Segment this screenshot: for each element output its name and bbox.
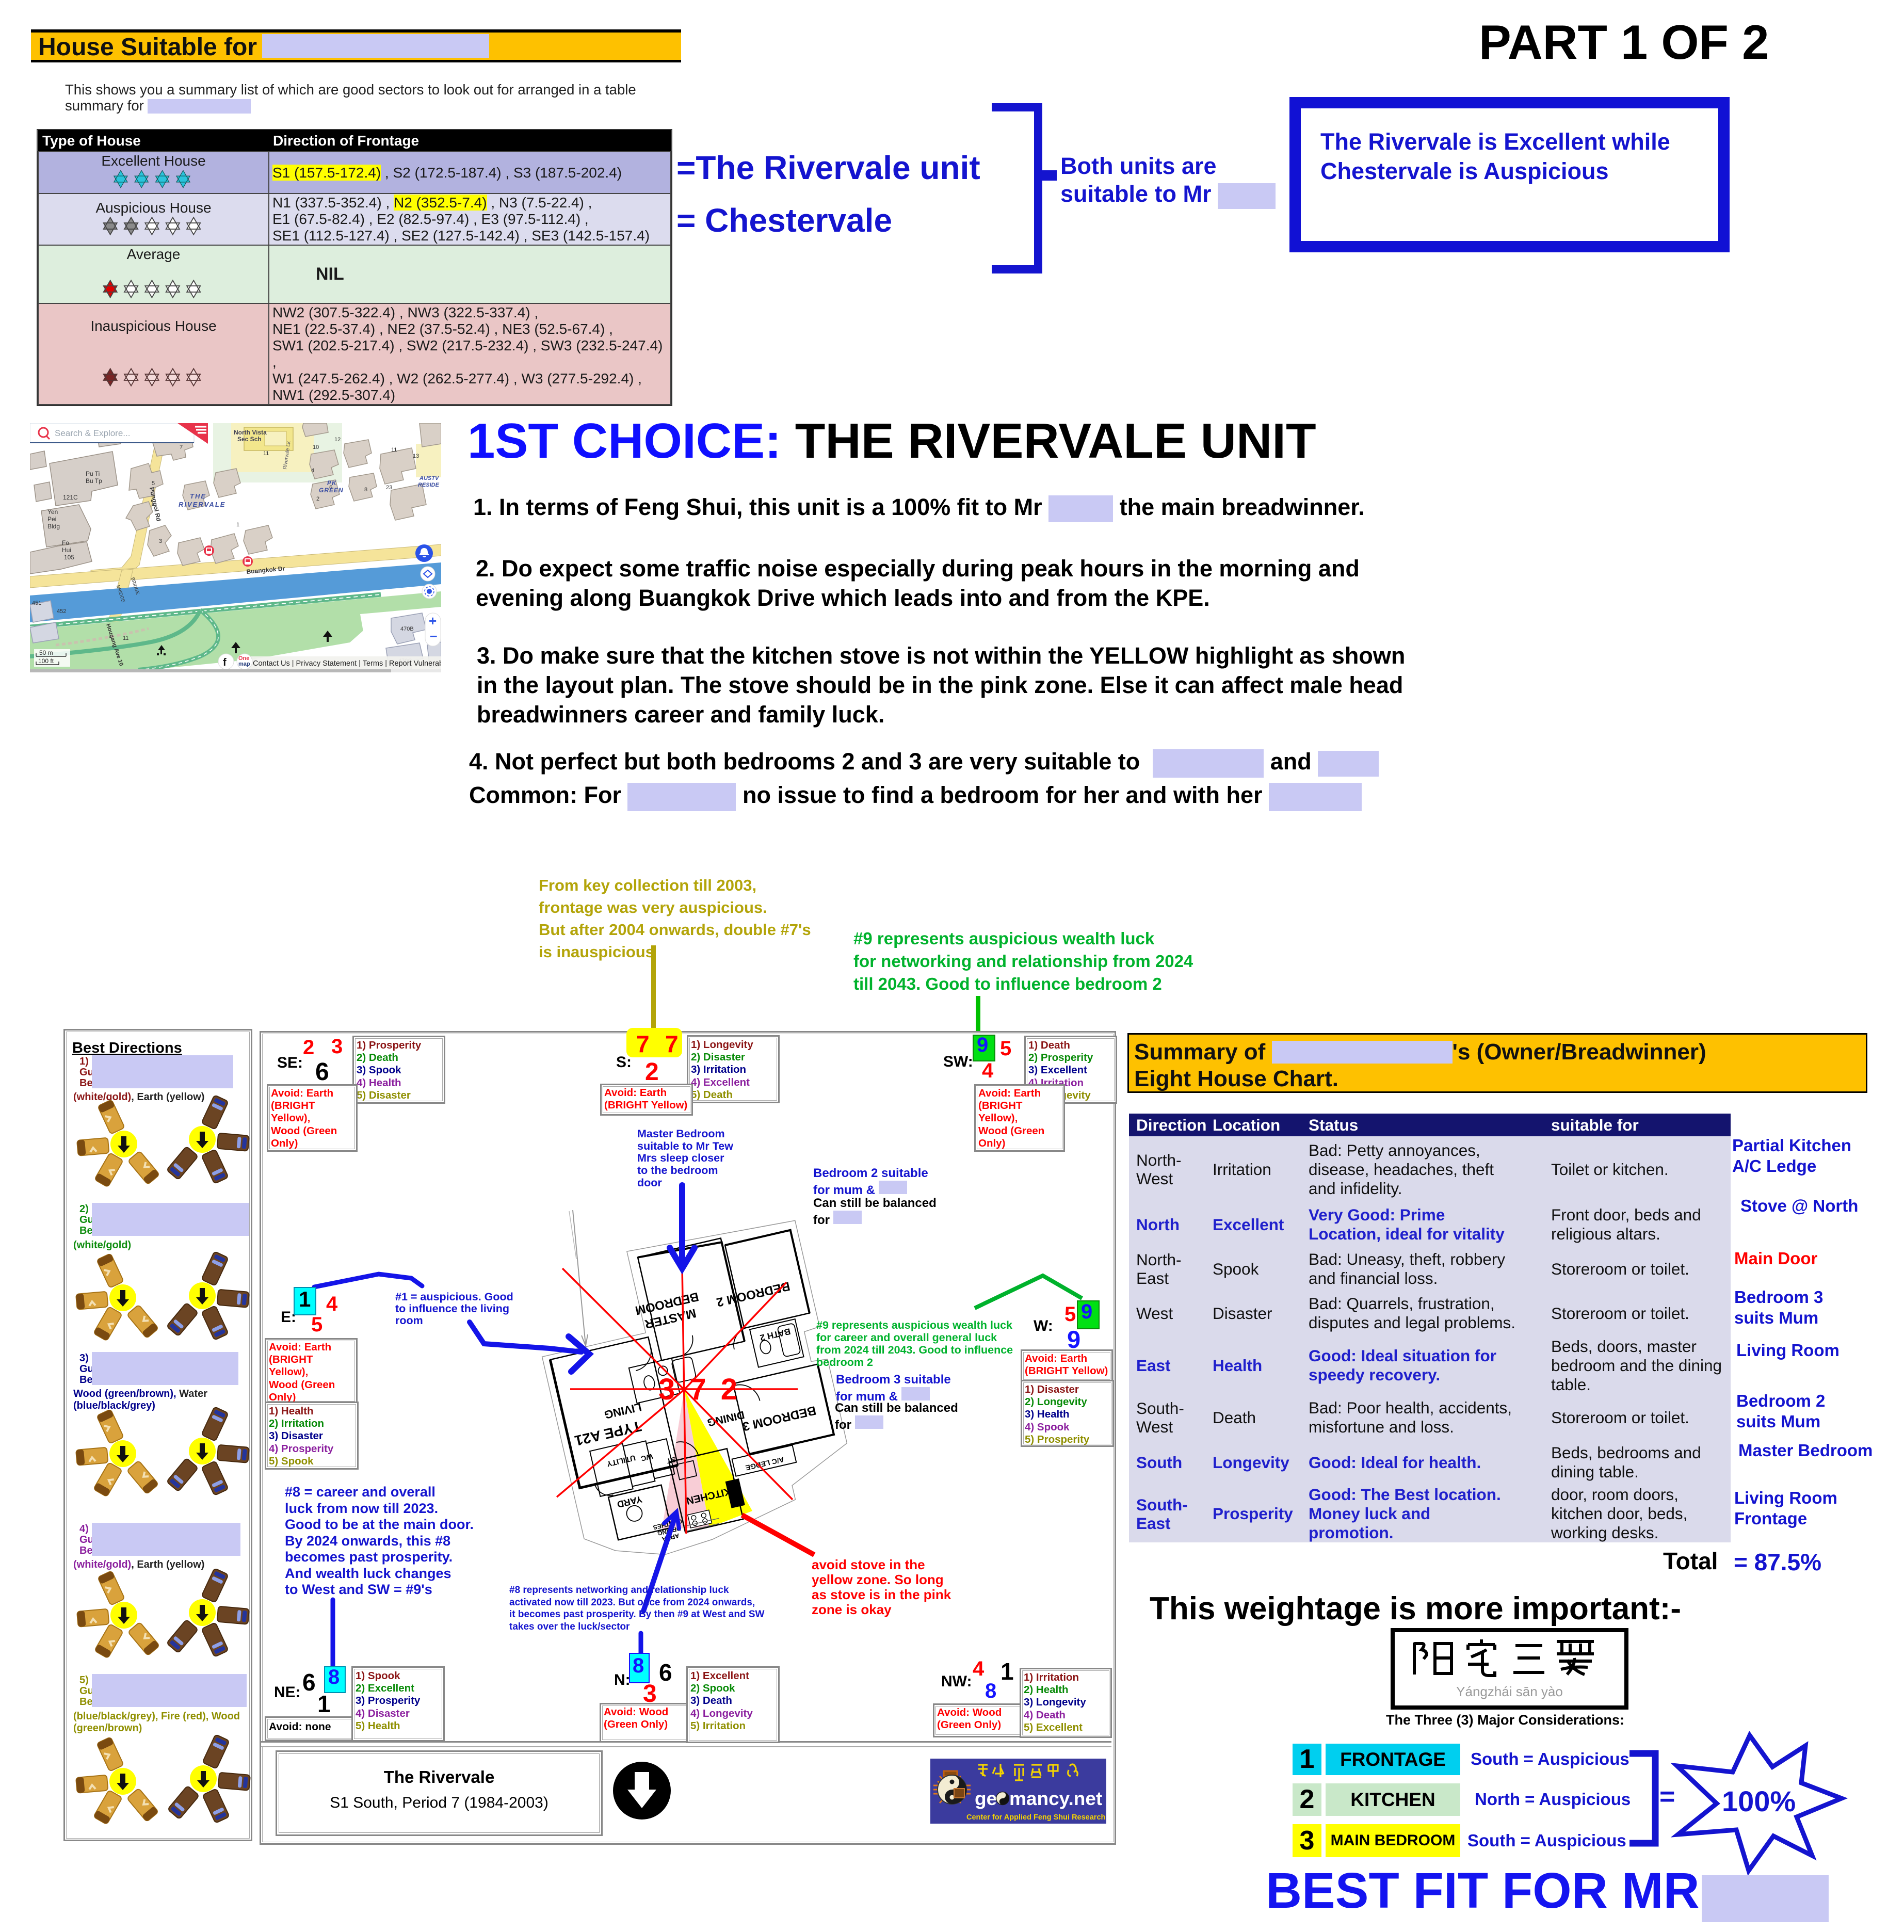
svg-text:North Vista: North Vista [234,429,267,436]
svg-text:map: map [238,661,250,667]
svg-text:Fo: Fo [62,539,69,546]
svg-text:100 ft: 100 ft [38,657,54,665]
svg-text:100%: 100% [1722,1785,1796,1817]
svg-text:3: 3 [159,538,162,544]
svg-text:Contact Us | Privacy Statement: Contact Us | Privacy Statement | Terms |… [253,659,441,668]
svg-text:7: 7 [180,444,183,450]
svg-text:23: 23 [386,485,392,491]
svg-text:RESIDE: RESIDE [418,482,440,488]
svg-text:ge: ge [975,1788,997,1809]
svg-text:Yen: Yen [47,508,58,516]
svg-text:Hui: Hui [62,546,71,554]
svg-text:10: 10 [313,444,319,450]
svg-text:UTILITY: UTILITY [606,1453,636,1468]
svg-text:ST: ST [666,1455,676,1466]
svg-text:11: 11 [263,450,269,457]
svg-text:4: 4 [311,468,314,474]
svg-text:f: f [223,657,227,668]
svg-text:470B: 470B [400,626,414,632]
svg-text:One: One [238,655,249,662]
svg-text:1: 1 [236,522,239,528]
svg-text:2: 2 [316,496,319,502]
svg-text:Buangkok Dr: Buangkok Dr [246,565,285,575]
svg-text:105: 105 [64,554,74,561]
svg-text:6: 6 [329,485,332,491]
svg-text:121C: 121C [63,494,78,501]
svg-text:50 m: 50 m [39,649,53,656]
svg-text:12: 12 [334,437,341,443]
svg-text:452: 452 [57,608,66,615]
svg-text:11: 11 [391,447,397,453]
svg-text:Pu Ti: Pu Ti [86,470,100,477]
svg-text:451: 451 [32,600,41,606]
svg-text:BEDROOM 2: BEDROOM 2 [715,1279,792,1309]
svg-text:Sec Sch: Sec Sch [237,436,262,443]
svg-text:+: + [429,613,437,629]
svg-text:BEDROOM 3: BEDROOM 3 [741,1403,817,1434]
svg-text:Center for Applied Feng Shui R: Center for Applied Feng Shui Research [966,1813,1105,1822]
svg-text:GREEN: GREEN [319,487,344,494]
svg-text:13: 13 [413,453,419,459]
svg-text:3 7 2: 3 7 2 [658,1373,740,1406]
svg-text:mancy.net: mancy.net [1009,1788,1102,1809]
svg-text:Bldg: Bldg [47,523,60,530]
svg-text:Pei: Pei [47,516,56,523]
svg-text:AUSTV: AUSTV [419,475,440,481]
svg-text:8: 8 [364,487,367,493]
svg-text:Search & Explore...: Search & Explore... [55,428,130,438]
svg-text:RIVERVALE: RIVERVALE [179,501,225,508]
svg-text:Bu Tp: Bu Tp [86,477,102,485]
svg-text:THE: THE [190,492,206,500]
svg-text:WC: WC [640,1452,654,1463]
svg-text:11: 11 [123,635,128,641]
svg-text:PK: PK [327,479,337,487]
svg-text:–: – [430,627,437,643]
svg-text:BATH 2: BATH 2 [759,1326,792,1343]
svg-text:LIVING: LIVING [603,1400,643,1422]
svg-text:5: 5 [152,480,155,487]
